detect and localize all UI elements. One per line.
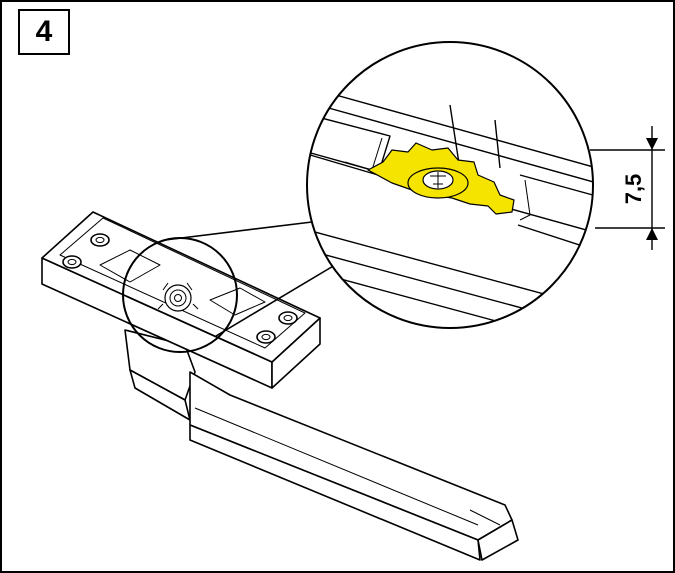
- dimension-annotation: [590, 126, 665, 250]
- gear-icon: [367, 142, 515, 215]
- handle-lever: [124, 329, 519, 561]
- step-number-badge: 4: [18, 9, 70, 55]
- detail-view: [306, 41, 594, 329]
- step-number: 4: [35, 15, 53, 48]
- zoom-leader-lines: [164, 221, 341, 337]
- base-plate: [41, 211, 321, 389]
- dimension-label: 7,5: [621, 174, 646, 205]
